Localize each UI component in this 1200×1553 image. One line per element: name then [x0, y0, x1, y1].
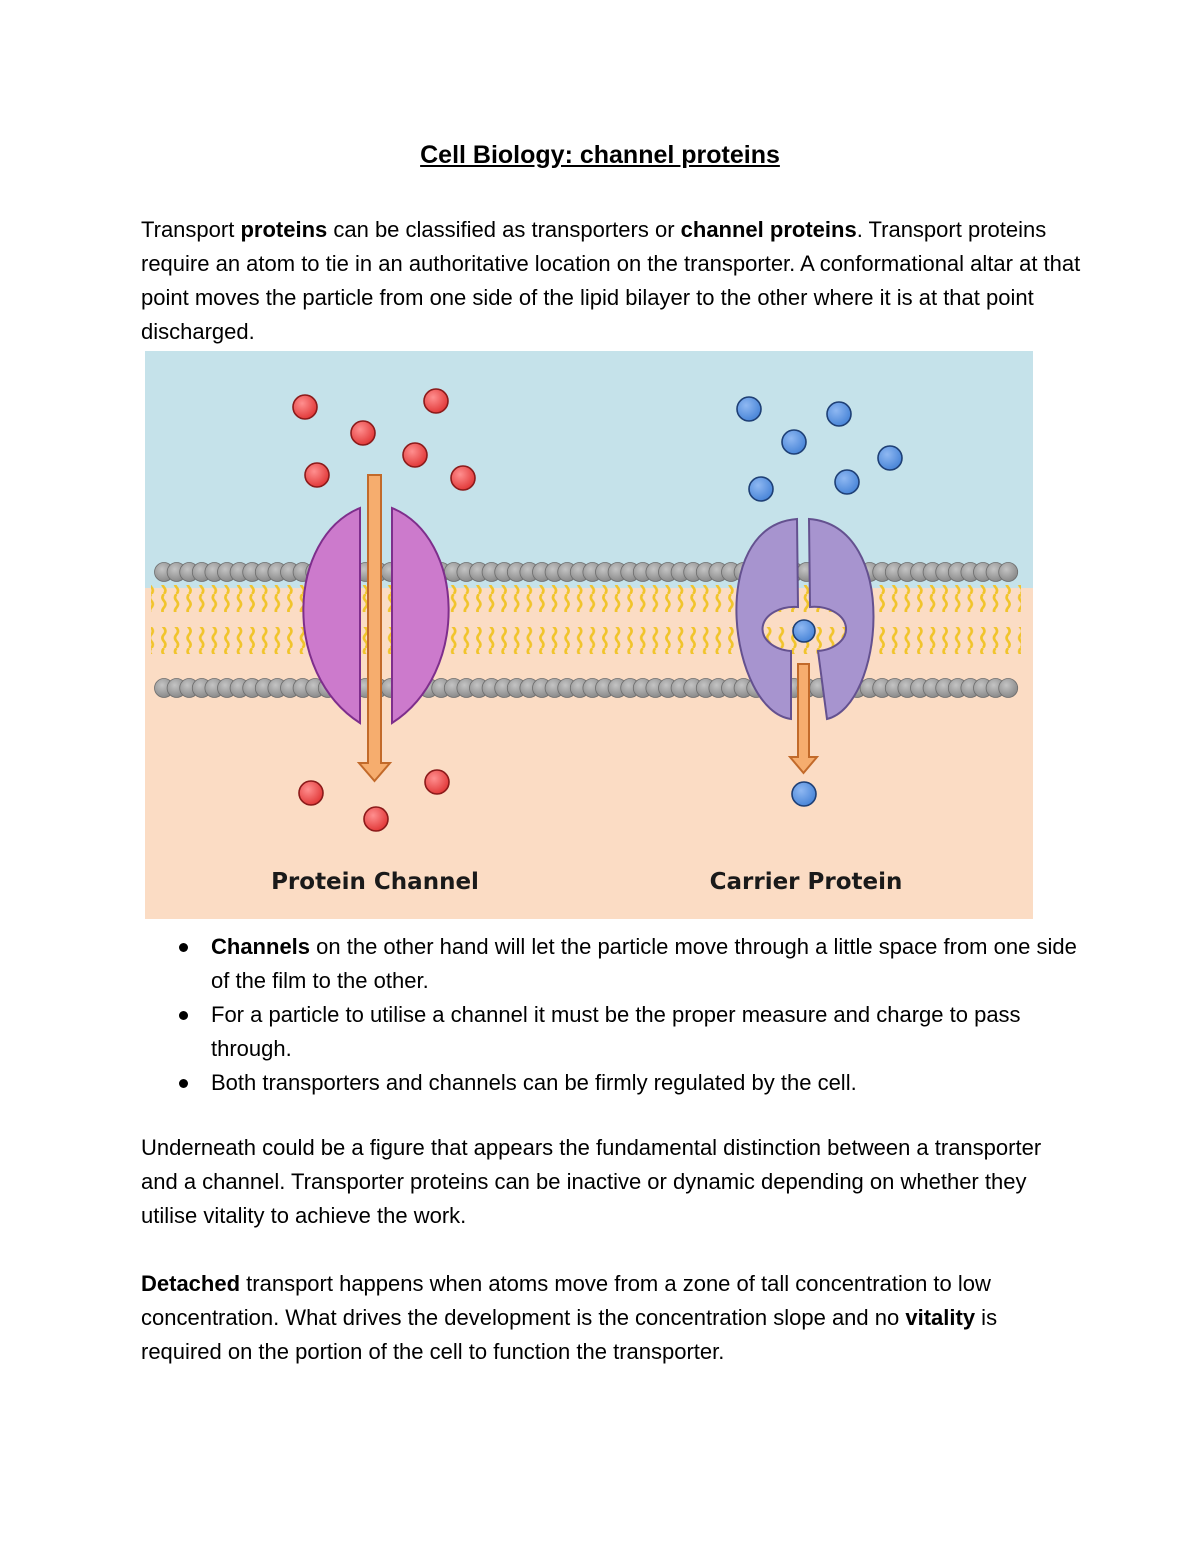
- para3-text-1: transport happens when atoms move from a…: [141, 1271, 991, 1330]
- para3-bold-detached: Detached: [141, 1271, 241, 1296]
- bullet-item: Both transporters and channels can be fi…: [141, 1066, 1081, 1100]
- protein-channel-left-half: [302, 506, 361, 725]
- intro-paragraph: Transport proteins can be classified as …: [141, 213, 1081, 349]
- red-particle: [363, 806, 389, 832]
- paragraph-3: Detached transport happens when atoms mo…: [141, 1267, 1081, 1369]
- protein-channel: [302, 474, 450, 783]
- blue-particles: [736, 396, 903, 807]
- bullet-icon: [179, 1079, 188, 1088]
- blue-particle: [877, 445, 903, 471]
- protein-channel-label: Protein Channel: [271, 869, 479, 895]
- bullet-icon: [179, 1011, 188, 1020]
- para3-bold-vitality: vitality: [905, 1305, 976, 1330]
- blue-particle: [792, 619, 816, 643]
- bullet-text: on the other hand will let the particle …: [211, 934, 1077, 993]
- down-arrow-icon: [787, 663, 820, 775]
- intro-text-2: can be classified as transporters or: [327, 217, 681, 242]
- intro-text-3: . Transport proteins require an atom to …: [141, 217, 1081, 344]
- carrier-protein-body-right: [807, 517, 875, 721]
- red-particle: [450, 465, 476, 491]
- blue-particle: [748, 476, 774, 502]
- carrier-protein: [735, 517, 875, 775]
- membrane-transport-figure: Protein Channel Carrier Protein: [145, 351, 1033, 919]
- intro-text-1: Transport: [141, 217, 241, 242]
- carrier-protein-label: Carrier Protein: [710, 869, 903, 895]
- intro-bold-channel-proteins: channel proteins: [680, 217, 857, 242]
- intro-bold-proteins: proteins: [240, 217, 328, 242]
- blue-particle: [834, 469, 860, 495]
- red-particle: [292, 394, 318, 420]
- protein-channel-right-half: [391, 506, 450, 725]
- bullet-icon: [179, 943, 188, 952]
- lipid-head: [998, 678, 1019, 698]
- red-particle: [304, 462, 330, 488]
- bullet-bold: Channels: [211, 934, 311, 959]
- red-particles: [292, 388, 476, 832]
- red-particle: [402, 442, 428, 468]
- blue-particle: [781, 429, 807, 455]
- down-arrow-icon: [356, 474, 393, 783]
- bullet-text: For a particle to utilise a channel it m…: [211, 1002, 1021, 1061]
- red-particle: [298, 780, 324, 806]
- paragraph-2: Underneath could be a figure that appear…: [141, 1135, 1042, 1228]
- extracellular-region: [145, 351, 1033, 588]
- red-particle: [424, 769, 450, 795]
- page-title: Cell Biology: channel proteins: [420, 141, 780, 169]
- blue-particle: [826, 401, 852, 427]
- lipid-heads-top: [154, 562, 1019, 582]
- blue-particle: [736, 396, 762, 422]
- red-particle: [423, 388, 449, 414]
- lipid-head: [998, 562, 1019, 582]
- bullet-list: Channels on the other hand will let the …: [141, 930, 1081, 1100]
- lipid-heads-bottom: [154, 678, 1019, 698]
- bullet-item: Channels on the other hand will let the …: [141, 930, 1081, 998]
- bullet-text: Both transporters and channels can be fi…: [211, 1070, 857, 1095]
- para3-text-2: is required on the portion of the cell t…: [141, 1305, 998, 1364]
- carrier-protein-body: [735, 517, 800, 721]
- red-particle: [350, 420, 376, 446]
- blue-particle: [791, 781, 817, 807]
- bullet-item: For a particle to utilise a channel it m…: [141, 998, 1081, 1066]
